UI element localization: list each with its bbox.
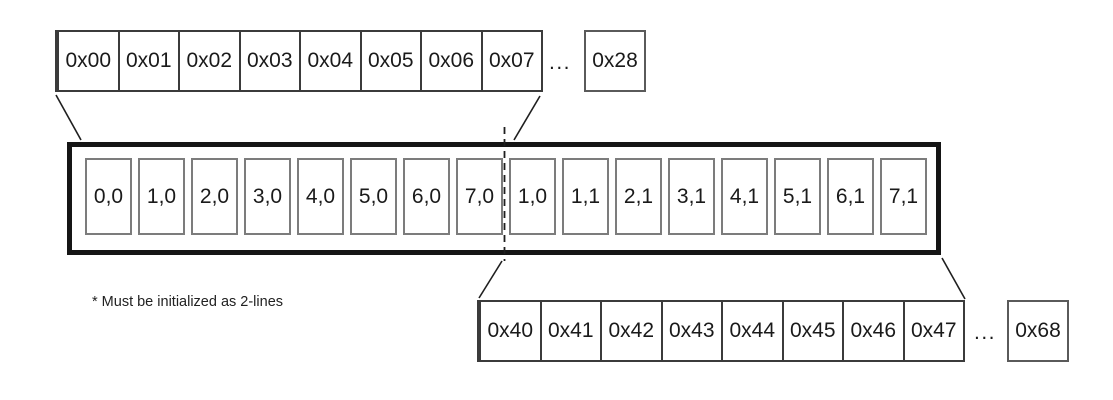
cache-cell: 6,1 — [827, 158, 874, 235]
address-byte-cell: 0x06 — [420, 32, 481, 90]
address-byte-cell: 0x42 — [600, 302, 661, 360]
cache-cell: 0,0 — [85, 158, 132, 235]
cache-cell: 4,0 — [297, 158, 344, 235]
address-byte-cell: 0x03 — [238, 32, 299, 90]
address-byte-cell: 0x07 — [480, 32, 541, 90]
cache-cell: 4,1 — [721, 158, 768, 235]
address-byte-cell: 0x47 — [902, 302, 963, 360]
cache-cell: 1,0 — [509, 158, 556, 235]
bottom-tail-address-box: 0x68 — [1007, 300, 1069, 362]
address-byte-cell: 0x43 — [660, 302, 721, 360]
address-byte-cell: 0x04 — [299, 32, 360, 90]
cache-cell: 5,0 — [350, 158, 397, 235]
cache-cell: 3,0 — [244, 158, 291, 235]
address-byte-cell: 0x45 — [781, 302, 842, 360]
cache-cell: 2,1 — [615, 158, 662, 235]
top-ellipsis: ... — [549, 51, 572, 74]
address-byte-cell: 0x44 — [721, 302, 782, 360]
address-byte-cell: 0x40 — [479, 302, 540, 360]
cache-cell: 7,1 — [880, 158, 927, 235]
note-text: * Must be initialized as 2-lines — [92, 294, 284, 310]
cache-cell: 1,1 — [562, 158, 609, 235]
address-byte-cell: 0x02 — [178, 32, 239, 90]
address-byte-cell: 0x05 — [359, 32, 420, 90]
address-byte-cell: 0x46 — [842, 302, 903, 360]
address-byte-cell: 0x41 — [539, 302, 600, 360]
top-tail-address-box: 0x28 — [584, 30, 646, 92]
connector-top-right-line — [513, 95, 541, 141]
cache-cell: 3,1 — [668, 158, 715, 235]
address-byte-cell: 0x01 — [117, 32, 178, 90]
connector-top-left-line — [55, 94, 82, 141]
cache-cell: 6,0 — [403, 158, 450, 235]
bottom-ellipsis: ... — [974, 321, 997, 344]
cache-cell: 1,0 — [138, 158, 185, 235]
cache-cell: 5,1 — [774, 158, 821, 235]
cache-cell: 7,0 — [456, 158, 503, 235]
cache-cell: 2,0 — [191, 158, 238, 235]
address-byte-cell: 0x00 — [57, 32, 118, 90]
connector-bottom-left-line — [478, 260, 503, 299]
connector-bottom-right-line — [941, 257, 966, 300]
